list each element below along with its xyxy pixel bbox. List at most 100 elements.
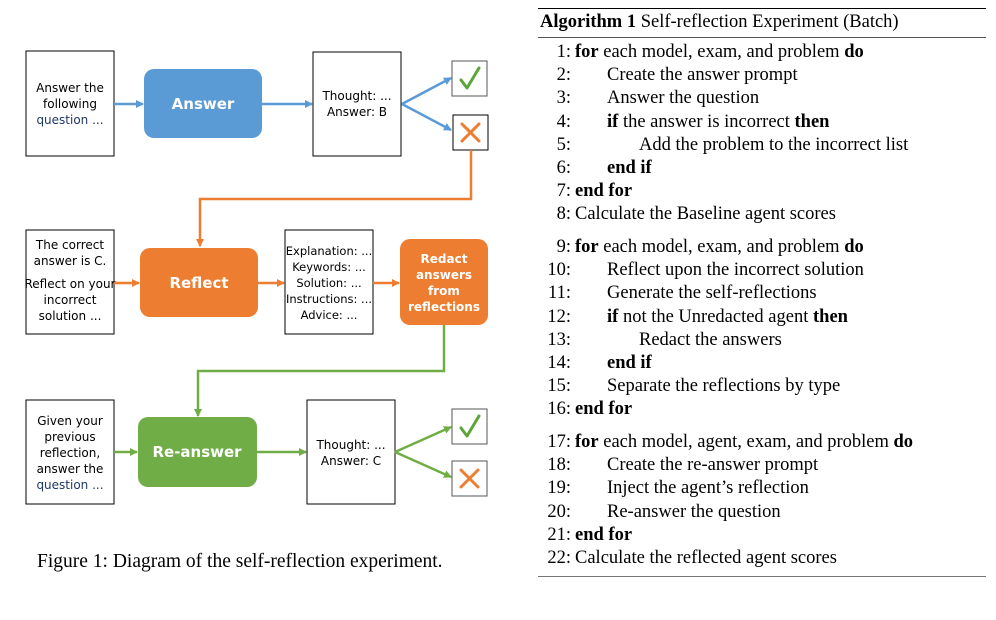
check-icon	[459, 66, 481, 90]
text-line: Answer: C	[321, 454, 381, 468]
line-number: 10:	[547, 260, 571, 281]
algorithm-line: 20: Re-answer the question	[538, 501, 986, 524]
text-line: Thought: ...	[315, 438, 385, 452]
answer-process-box	[144, 69, 262, 138]
algorithm-bottom-rule	[538, 576, 986, 578]
input-box-reflection-text: Given your previous reflection, answer the q…	[36, 414, 103, 492]
text-line: incorrect	[44, 293, 97, 307]
line-number: 20:	[547, 501, 571, 522]
keyword: then	[813, 306, 848, 327]
reflection-output-text: Explanation: ...Keywords: ...Solution: .…	[286, 244, 372, 322]
text-line: previous	[44, 430, 95, 444]
line-text: for each model, exam, and problem do	[575, 41, 864, 64]
algorithm-line: 13:Redact the answers	[538, 329, 986, 352]
answer-process-label: Answer	[172, 95, 235, 113]
keyword: then	[794, 111, 830, 132]
arrow-to-incorrect-2	[394, 450, 452, 479]
cross-icon	[459, 468, 480, 489]
line-number: 15:	[547, 376, 571, 397]
text-line: from	[428, 284, 460, 298]
arrow-to-incorrect	[401, 102, 452, 132]
line-text: Add the problem to the incorrect list	[639, 134, 908, 157]
statement-text: Re-answer the question	[607, 501, 781, 522]
algorithm-line: 11: Generate the self-reflections	[538, 282, 986, 305]
algorithm-line: 18: Create the re-answer prompt	[538, 454, 986, 477]
algorithm-line: 16:end for	[538, 398, 986, 421]
line-number: 19:	[547, 478, 571, 499]
input-box-correct-answer	[25, 229, 115, 335]
algorithm-line: 12:if not the Unredacted agent then	[538, 306, 986, 329]
text-line: reflection,	[40, 446, 100, 460]
keyword: end if	[607, 157, 652, 178]
keyword: do	[844, 237, 864, 257]
input-box-question	[25, 50, 115, 157]
text-line: question ...	[36, 113, 103, 127]
keyword: for	[575, 432, 599, 452]
text-line: solution ...	[39, 309, 102, 323]
algorithm-line: 19: Inject the agent’s reflection	[538, 477, 986, 500]
statement-text: Inject the agent’s reflection	[607, 478, 809, 499]
line-text: Answer the question	[607, 87, 759, 110]
line-number: 8:	[556, 204, 571, 225]
reanswer-process-box	[138, 417, 257, 487]
algorithm-line: 8:Calculate the Baseline agent scores	[538, 203, 986, 226]
row-reanswer: Given your previous reflection, answer the q…	[25, 399, 488, 505]
line-text: Separate the reflections by type	[607, 375, 840, 398]
text-line: Given your	[37, 414, 103, 428]
reanswer-process-label: Re-answer	[152, 443, 242, 461]
line-text: Re-answer the question	[607, 501, 781, 524]
line-number: 14:	[547, 352, 571, 373]
line-number: 4:	[556, 111, 571, 132]
algorithm-title: Self-reflection Experiment (Batch)	[640, 12, 899, 32]
statement-text: Calculate the reflected agent scores	[575, 547, 837, 568]
text-line: question ...	[36, 478, 103, 492]
output-box-answer-c	[306, 399, 396, 505]
statement-text: not the Unredacted agent	[618, 306, 813, 327]
keyword: for	[575, 42, 599, 62]
statement-text: Create the re-answer prompt	[607, 455, 819, 476]
text-line: answers	[416, 268, 472, 282]
statement-text: Generate the self-reflections	[607, 283, 817, 304]
redact-process-label: Redact answers from reflections	[408, 252, 480, 314]
algorithm-line: 3: Answer the question	[538, 87, 986, 110]
arrow-to-correct-2	[394, 425, 452, 454]
block-gap	[538, 422, 986, 432]
line-number: 11:	[548, 283, 571, 304]
correct-result-box-2	[451, 408, 488, 445]
line-text: end if	[607, 157, 652, 180]
statement-text: Calculate the Baseline agent scores	[575, 204, 836, 225]
text-line: reflections	[408, 300, 480, 314]
algorithm-line: 21:end for	[538, 524, 986, 547]
line-number: 21:	[547, 524, 571, 545]
reflect-process-box	[140, 248, 258, 317]
cross-icon	[460, 122, 481, 143]
text-line: Answer the	[36, 81, 104, 95]
keyword: end for	[575, 399, 633, 420]
line-text: for each model, exam, and problem do	[575, 236, 864, 259]
block-gap	[538, 227, 986, 237]
text-line: Instructions: ...	[286, 292, 372, 306]
connector-incorrect-to-reflect	[196, 150, 473, 247]
line-number: 9:	[556, 237, 571, 257]
keyword: end for	[575, 181, 633, 202]
text-line: answer the	[37, 462, 104, 476]
algorithm-line: 5:Add the problem to the incorrect list	[538, 134, 986, 157]
line-text: Redact the answers	[639, 329, 782, 352]
text-line: Redact	[421, 252, 468, 266]
connector-redact-to-reanswer	[194, 325, 446, 417]
line-text: if the answer is incorrect then	[607, 111, 829, 134]
redact-process-box	[400, 239, 488, 325]
algorithm-label: Algorithm 1	[540, 12, 637, 32]
algorithm-line: 6:end if	[538, 157, 986, 180]
line-number: 18:	[547, 455, 571, 476]
line-number: 3:	[556, 88, 571, 109]
algorithm-line: 10:Reflect upon the incorrect solution	[538, 259, 986, 282]
line-text: Create the answer prompt	[607, 64, 798, 87]
line-text: Generate the self-reflections	[607, 282, 817, 305]
output-box-answer-c-text: Thought: ... Answer: C	[315, 438, 385, 468]
algorithm-line: 7:end for	[538, 180, 986, 203]
line-number: 16:	[547, 399, 571, 420]
